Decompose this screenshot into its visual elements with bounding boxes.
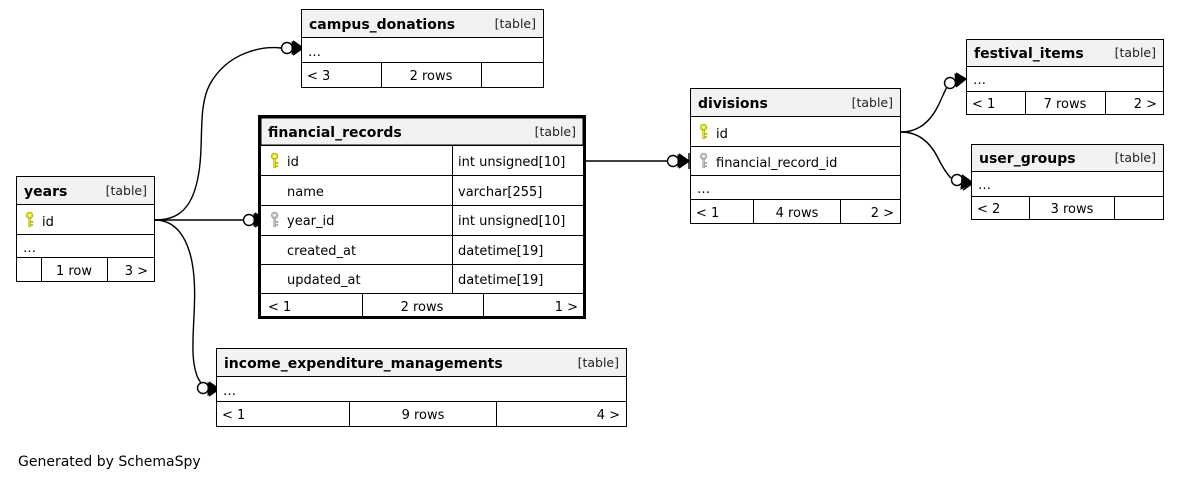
table-festival-items[interactable]: festival_items [table] … < 1 7 rows 2 > [966,39,1164,115]
footer-next[interactable]: 4 > [597,408,620,423]
table-type-tag: [table] [852,95,893,110]
table-title: divisions [698,96,768,112]
column-row: year_id int unsigned[10] [270,211,565,229]
footer-prev[interactable]: < 1 [972,97,995,112]
table-type-tag: [table] [1115,45,1156,60]
table-divisions[interactable]: divisions [table] id financial_record_id… [690,88,901,224]
footer-rowcount: 7 rows [1044,97,1087,112]
collapsed-columns-marker: … [23,241,36,256]
column-name: financial_record_id [716,156,837,171]
table-income-expenditure-managements[interactable]: income_expenditure_managements [table] …… [216,348,627,427]
footer-prev[interactable]: < 1 [268,300,291,315]
edge-divisions-to-festival-items [900,71,968,133]
table-type-tag: [table] [578,355,619,370]
edge-endpoint-circle [196,381,210,395]
edge-endpoint-circle [242,213,256,227]
column-type: int unsigned[10] [458,214,565,229]
footer-next[interactable]: 3 > [125,264,148,279]
footer-rowcount: 3 rows [1051,202,1094,217]
table-title: festival_items [974,46,1084,62]
column-name: id [42,215,54,230]
table-title: campus_donations [309,17,455,33]
column-name: updated_at [287,273,361,288]
column-row: updated_at datetime[19] [287,273,543,288]
column-type: datetime[19] [458,273,543,288]
footer-prev[interactable]: < 2 [977,202,1000,217]
column-row: created_at datetime[19] [287,244,543,259]
collapsed-columns-marker: … [697,182,710,197]
edge-endpoint-circle [950,173,964,187]
table-type-tag: [table] [106,183,147,198]
footer-prev[interactable]: < 1 [696,206,719,221]
collapsed-columns-marker: … [978,178,991,193]
edge-endpoint-circle [280,41,294,55]
column-row: name varchar[255] [287,185,542,200]
table-financial-records[interactable]: financial_records [table] id int unsigne… [258,115,586,319]
table-type-tag: [table] [1115,150,1156,165]
relationship-edges [154,40,975,397]
generator-caption: Generated by SchemaSpy [18,454,201,470]
footer-rowcount: 9 rows [402,408,445,423]
table-title: years [24,184,67,200]
edge-years-to-campus-donations [154,40,305,221]
edge-endpoint-circle [943,76,957,90]
table-type-tag: [table] [535,124,576,139]
footer-prev[interactable]: < 1 [222,408,245,423]
column-name: id [716,127,728,142]
table-user-groups[interactable]: user_groups [table] … < 2 3 rows [971,144,1164,220]
column-name: id [287,155,299,170]
footer-rowcount: 4 rows [776,206,819,221]
table-campus-donations[interactable]: campus_donations [table] … < 3 2 rows [301,9,544,88]
footer-next[interactable]: 2 > [1134,97,1157,112]
table-years[interactable]: years [table] id … 1 row 3 > [16,176,155,282]
footer-rowcount: 2 rows [410,69,453,84]
table-type-tag: [table] [495,16,536,31]
table-title: financial_records [268,125,402,141]
edge-endpoint-circle [666,154,680,168]
column-name: name [287,185,324,200]
edge-years-to-income-expenditure [154,219,221,397]
edge-divisions-to-user-groups [900,131,975,191]
column-name: created_at [287,244,356,259]
footer-next[interactable]: 1 > [555,300,578,315]
edge-financial-records-to-divisions [586,153,691,169]
footer-rowcount: 2 rows [401,300,444,315]
table-title: income_expenditure_managements [224,356,503,372]
column-name: year_id [287,214,334,229]
column-row: id int unsigned[10] [270,152,565,170]
footer-next[interactable]: 2 > [871,206,894,221]
table-title: user_groups [979,151,1076,167]
collapsed-columns-marker: … [223,384,236,399]
collapsed-columns-marker: … [308,45,321,60]
column-type: int unsigned[10] [458,155,565,170]
column-type: datetime[19] [458,244,543,259]
footer-prev[interactable]: < 3 [307,69,330,84]
footer-rowcount: 1 row [56,264,92,279]
collapsed-columns-marker: … [973,73,986,88]
edge-years-to-financial-records [155,212,267,228]
column-type: varchar[255] [458,185,542,200]
